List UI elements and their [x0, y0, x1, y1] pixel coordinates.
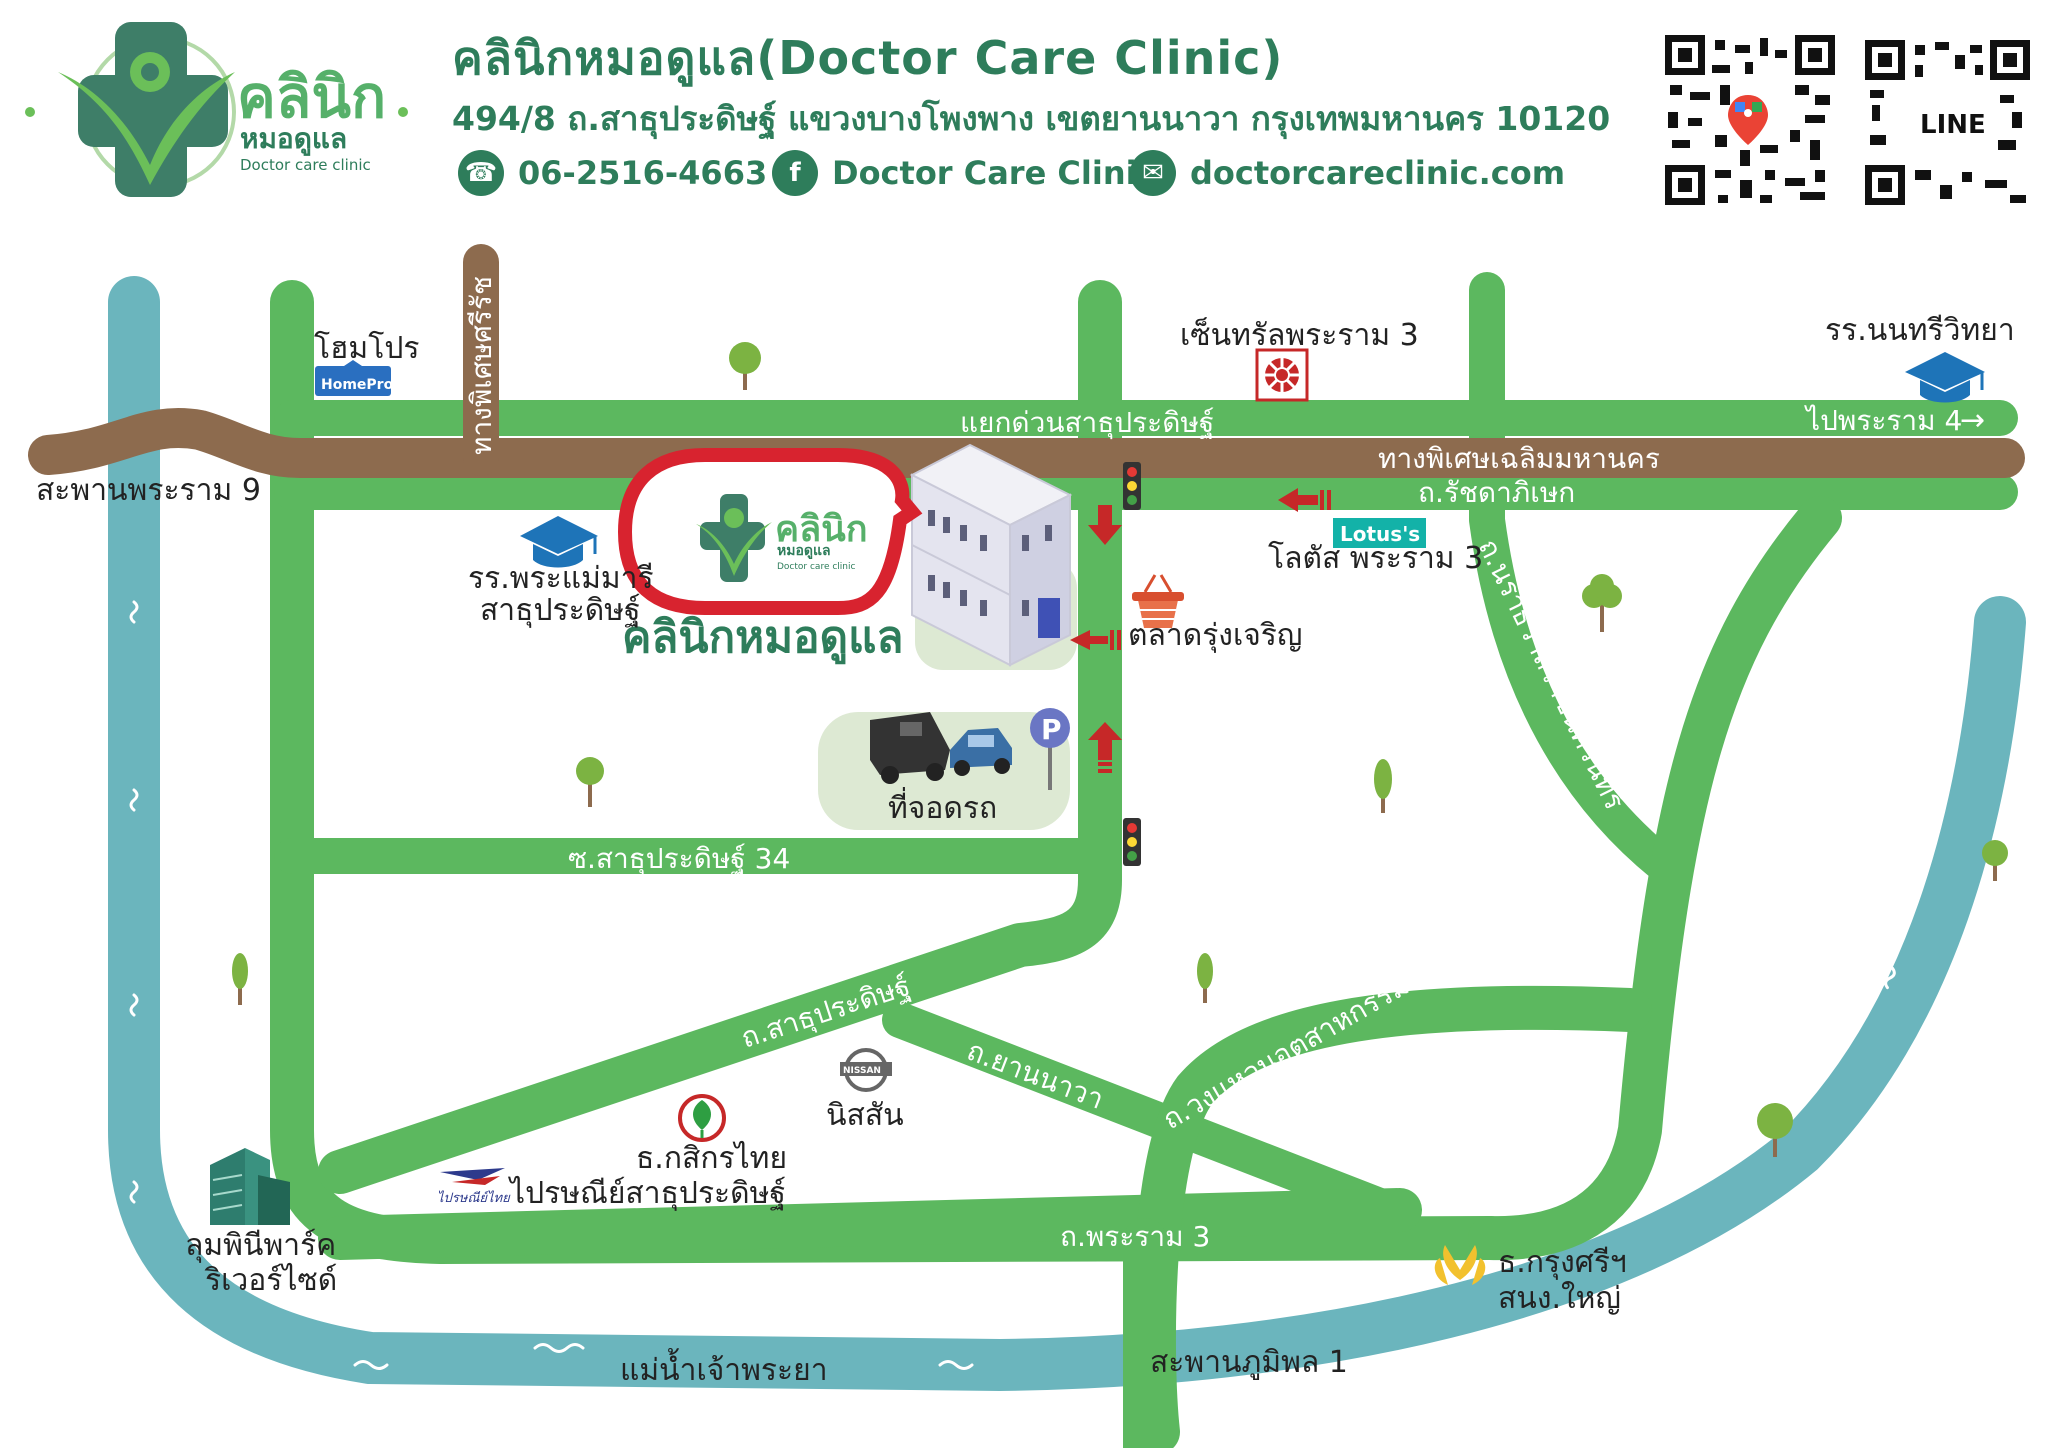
van-icon	[870, 712, 950, 784]
label-lumphini: ลุมพินีพาร์ค	[185, 1228, 336, 1264]
label-lotus: โลตัส พระราม 3	[1268, 540, 1483, 576]
label-rama9-bridge: สะพานพระราม 9	[36, 473, 261, 508]
krungsri-logo	[1434, 1245, 1486, 1285]
logo-english: Doctor care clinic	[240, 156, 371, 174]
graduation-cap-icon	[520, 516, 598, 568]
label-nissan: นิสสัน	[826, 1098, 904, 1133]
email-icon: ✉	[1130, 150, 1176, 196]
expressway	[28, 244, 2025, 478]
tree-icon	[1982, 840, 2008, 881]
road-rama3	[318, 1188, 1422, 1260]
label-homepro: โฮมโปร	[314, 330, 419, 366]
road-narathiwat	[1469, 272, 1688, 888]
clinic-logo-small	[696, 494, 772, 582]
line-qr	[1865, 40, 2030, 205]
clinic-logo-small-title: คลินิก	[775, 509, 868, 550]
lotus-logo	[1333, 518, 1426, 548]
clinic-address: 494/8 ถ.สาธุประดิษฐ์ แขวงบางโพงพาง เขตยา…	[452, 99, 1611, 138]
road-yan-nawa	[882, 1002, 1408, 1228]
nissan-logo	[840, 1048, 892, 1092]
homepro-logo	[315, 360, 391, 396]
label-rama4-arrow: →	[1960, 403, 1985, 438]
parking-sign-letter: P	[1041, 713, 1062, 746]
website-url: doctorcareclinic.com	[1190, 154, 1566, 192]
nissan-logo-text: NISSAN	[843, 1066, 881, 1076]
river-waves	[129, 600, 1948, 1370]
label-river: แม่น้ำเจ้าพระยา	[620, 1348, 828, 1388]
road-network	[270, 272, 2018, 1452]
graduation-cap-icon	[1905, 352, 1985, 403]
tree-icon	[1197, 953, 1213, 1003]
clinic-map-label: คลินิกหมอดูแล	[622, 612, 903, 664]
facebook-page: Doctor Care Clinic	[832, 154, 1156, 192]
tree-icon	[232, 953, 248, 1005]
website-contact[interactable]: ✉ doctorcareclinic.com	[1130, 148, 1565, 198]
label-wongwaen: ถ.วงแหวนอุตสาหกรรม	[1157, 968, 1415, 1137]
label-junction: แยกด่วนสาธุประดิษฐ์	[960, 406, 1214, 440]
label-krungsri-2: สนง.ใหญ่	[1498, 1281, 1621, 1316]
label-market: ตลาดรุ่งเจริญ	[1128, 618, 1302, 654]
label-rama3: ถ.พระราม 3	[1060, 1220, 1210, 1253]
label-school-mater-2: สาธุประดิษฐ์	[480, 593, 641, 629]
line-qr-label: LINE	[1920, 110, 1986, 140]
logo-subtitle: หมอดูแล	[240, 122, 347, 156]
label-lumphini-2: ริเวอร์ไซด์	[204, 1262, 337, 1298]
central-logo	[1255, 348, 1309, 402]
label-bhumibol: สะพานภูมิพล 1	[1150, 1345, 1348, 1380]
clinic-logo-small-sub: หมอดูแล	[777, 543, 831, 559]
label-parking: ที่จอดรถ	[888, 787, 997, 826]
label-nonsi: รร.นนทรีวิทยา	[1825, 313, 2015, 348]
facebook-icon: f	[772, 150, 818, 196]
phone-contact[interactable]: ☎ 06-2516-4663	[458, 148, 767, 198]
tree-icon	[729, 342, 761, 390]
tree-icon	[1757, 1103, 1793, 1157]
clinic-logo-small-en: Doctor care clinic	[777, 562, 855, 572]
phone-number: 06-2516-4663	[518, 154, 768, 192]
google-maps-qr	[1665, 35, 1835, 205]
clinic-building-icon	[909, 443, 1073, 667]
parking-sign-icon	[1030, 708, 1070, 790]
road-sathu	[318, 280, 1122, 1194]
lotus-logo-text: Lotus's	[1340, 522, 1420, 546]
direction-arrow-icon	[1070, 488, 1331, 773]
building-icon	[210, 1148, 290, 1225]
chao-phraya-river	[108, 276, 2026, 1391]
tree-icon	[1582, 574, 1622, 632]
label-post: ไปรษณีย์สาธุประดิษฐ์	[508, 1175, 786, 1212]
road-rama3-east	[1468, 496, 1842, 1261]
thailand-post-logo-text: ไปรษณีย์ไทย	[437, 1190, 511, 1206]
logo-title: คลินิก	[237, 63, 386, 131]
label-rama4: ไปพระราม 4	[1804, 404, 1962, 437]
label-kbank: ธ.กสิกรไทย	[636, 1140, 787, 1176]
homepro-logo-text: HomePro	[321, 377, 394, 393]
label-expressway: ทางพิเศษเฉลิมมหานคร	[1378, 442, 1660, 475]
tree-icon	[1374, 759, 1392, 813]
market-basket-icon	[1132, 574, 1184, 628]
facebook-contact[interactable]: f Doctor Care Clinic	[772, 148, 1156, 198]
label-krungsri: ธ.กรุงศรีฯ	[1498, 1245, 1627, 1281]
phone-icon: ☎	[458, 150, 504, 196]
kbank-logo	[678, 1094, 726, 1142]
label-central: เซ็นทรัลพระราม 3	[1180, 316, 1419, 353]
label-expressway-sirat: ทางพิเศษศรีรัช	[465, 276, 498, 455]
clinic-marker	[617, 448, 923, 615]
thailand-post-logo	[440, 1168, 505, 1185]
label-soi34: ซ.สาธุประดิษฐ์ 34	[568, 842, 790, 876]
clinic-logo	[25, 22, 408, 197]
expressway-chaloem	[28, 407, 2025, 478]
car-icon	[950, 728, 1012, 776]
tree-icon	[576, 757, 604, 807]
traffic-light-icon	[1123, 462, 1141, 510]
traffic-light-icon	[1123, 818, 1141, 866]
label-ratchada: ถ.รัชดาภิเษก	[1418, 476, 1575, 509]
page-title: คลินิกหมอดูแล(Doctor Care Clinic)	[452, 31, 1284, 85]
trees	[232, 342, 2008, 1157]
label-school-mater: รร.พระแม่มารี	[468, 561, 654, 596]
